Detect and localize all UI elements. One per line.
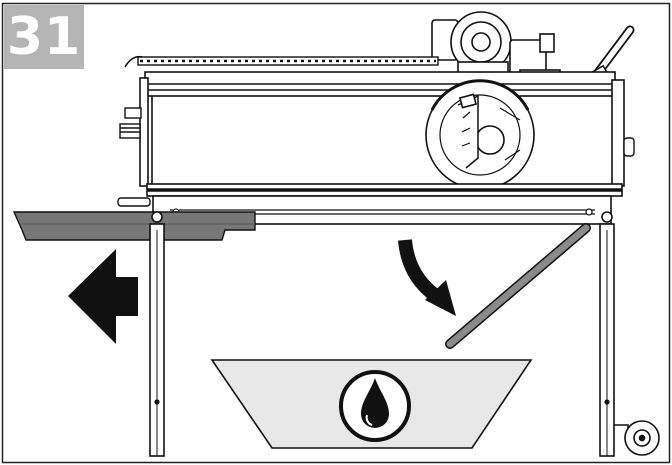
upper-beam — [139, 71, 625, 187]
left-leg — [149, 211, 165, 457]
wheel-icon — [614, 420, 660, 456]
step-number-badge: 31 — [4, 5, 84, 69]
guide-rail — [124, 55, 439, 68]
side-clamp — [117, 107, 151, 207]
extension-tray — [12, 211, 256, 241]
right-knob — [623, 137, 635, 157]
saw-blade-icon — [425, 79, 535, 190]
cutting-table — [146, 183, 623, 225]
drain-bar — [445, 223, 591, 349]
water-drop-icon — [339, 370, 411, 442]
right-leg — [599, 211, 615, 457]
curved-down-arrow-icon — [398, 239, 456, 316]
left-arrow-icon — [68, 249, 138, 344]
